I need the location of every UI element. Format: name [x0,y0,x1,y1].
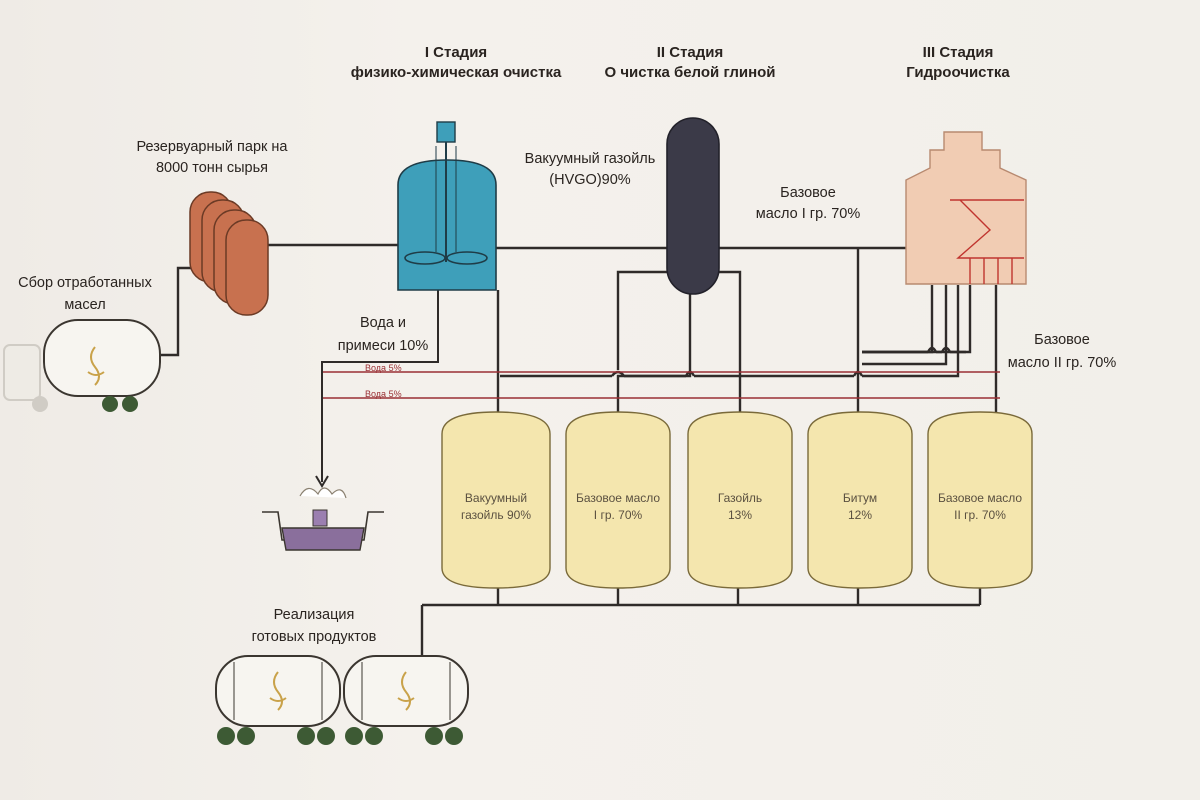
sales-label-1: Реализация [274,607,355,623]
storage-tank-label-1: Базовое масло [938,491,1022,505]
reactor-motor [436,121,456,143]
stage-3-subtitle: Гидроочистка [906,64,1010,81]
clay-column [666,117,720,295]
wagon-wheel-icon [365,727,383,745]
wagon-wheel-icon [297,727,315,745]
truck-logo-icon [87,346,105,386]
storage-tank-base-oil-2: Базовое масло II гр. 70% [927,411,1033,589]
stage-1-subtitle: физико-химическая очистка [351,64,562,81]
pipe-collection-to-park [158,266,196,357]
storage-tank-shell [927,411,1033,589]
tank-park-label-2: 8000 тонн сырья [156,160,268,176]
truck-tank [43,319,161,397]
storage-tank-label-2: 12% [848,508,872,522]
collection-label-1: Сбор отработанных [18,275,152,291]
wagon-wheel-icon [237,727,255,745]
reactor [397,121,497,291]
storage-tank-shell [687,411,793,589]
pipe-hydro-out-1 [862,285,934,354]
wagon-wheel-icon [425,727,443,745]
tank-park-label-1: Резервуарный парк на [137,139,289,155]
water-drain-pipe [321,288,439,482]
wagon-wheel-icon [445,727,463,745]
storage-tank-label-1: Битум [843,491,877,505]
truck-wheel-icon [122,396,138,412]
pipe-column-bottom [616,292,692,418]
storage-tanks: Вакуумный газойль 90% Базовое масло I гр… [441,411,1033,589]
storage-tank-vacuum-gasoil: Вакуумный газойль 90% [441,411,551,589]
storage-tank-shell [565,411,671,589]
hvgo-label-1: Вакуумный газойль [525,151,656,167]
sales-wagon-1 [215,655,341,745]
pipe-bottom-manifold [408,586,982,670]
pipe-hydro-out-3 [862,285,960,378]
basin-block [312,509,328,527]
stage-2-subtitle: О чистка белой глиной [604,64,775,81]
water-label-2: примеси 10% [338,338,429,354]
base-oil-1-label-2: масло I гр. 70% [756,206,861,222]
pipe-hydro-out-4 [862,285,972,354]
wagon-wheel-icon [317,727,335,745]
storage-tank-label-2: 13% [728,508,752,522]
water-label-1: Вода и [360,315,406,331]
water-drain [315,288,439,488]
pipe-hydro-out-2 [862,285,948,366]
storage-tank-label-2: I гр. 70% [594,508,643,522]
storage-tank-label-2: газойль 90% [461,508,531,522]
collection-truck [3,319,161,412]
water-5-label-b: Вода 5% [365,389,402,399]
storage-tank-label-1: Базовое масло [576,491,660,505]
stage-1-title: I Стадия [425,44,487,61]
side-labels: Резервуарный парк на 8000 тонн сырья Сбо… [18,139,1116,645]
storage-tank-base-oil-1: Базовое масло I гр. 70% [565,411,671,589]
base-oil-2-label-2: масло II гр. 70% [1008,355,1117,371]
sales-wagon-2 [343,655,469,745]
storage-tank-bitumen: Битум 12% [807,411,913,589]
sales-label-2: готовых продуктов [252,629,377,645]
truck-wheel-icon [32,396,48,412]
reactor-impeller-right [446,251,488,265]
base-oil-1-label-1: Базовое [780,185,836,201]
storage-tank-shell [807,411,913,589]
basin-body [281,527,365,551]
tank-park [189,191,269,316]
wagon-logo-icon [397,671,415,711]
water-basin [262,487,384,551]
storage-tank-label-1: Вакуумный [465,491,527,505]
base-oil-2-label-1: Базовое [1034,332,1090,348]
wagon-logo-icon [269,671,287,711]
truck-cab [3,344,41,401]
hydrotreater [905,131,1027,285]
basin-splash-icon [299,487,347,499]
storage-tank-label-1: Газойль [718,491,762,505]
hydrotreater-body [905,131,1027,285]
pipe-column-to-gasoil [718,270,742,418]
hydrotreater-coil [950,199,1024,284]
storage-tank-gasoil: Газойль 13% [687,411,793,589]
water-lines [322,371,1000,399]
water-drain-arrow [315,475,329,488]
truck-wheel-icon [102,396,118,412]
hvgo-label-2: (HVGO)90% [549,172,630,188]
collection-label-2: масел [64,297,105,313]
wagon-wheel-icon [345,727,363,745]
stage-titles: I Стадия физико-химическая очистка II Ст… [351,44,1011,81]
wagon-wheel-icon [217,727,235,745]
storage-tank-shell [441,411,551,589]
column-body [666,117,720,295]
water-5-label-a: Вода 5% [365,363,402,373]
stage-3-title: III Стадия [923,44,994,61]
stage-2-title: II Стадия [657,44,724,61]
tank-park-cylinder-4 [225,219,269,316]
pipe-column-side [616,270,670,370]
storage-tank-label-2: II гр. 70% [954,508,1006,522]
reactor-impeller-left [404,251,446,265]
